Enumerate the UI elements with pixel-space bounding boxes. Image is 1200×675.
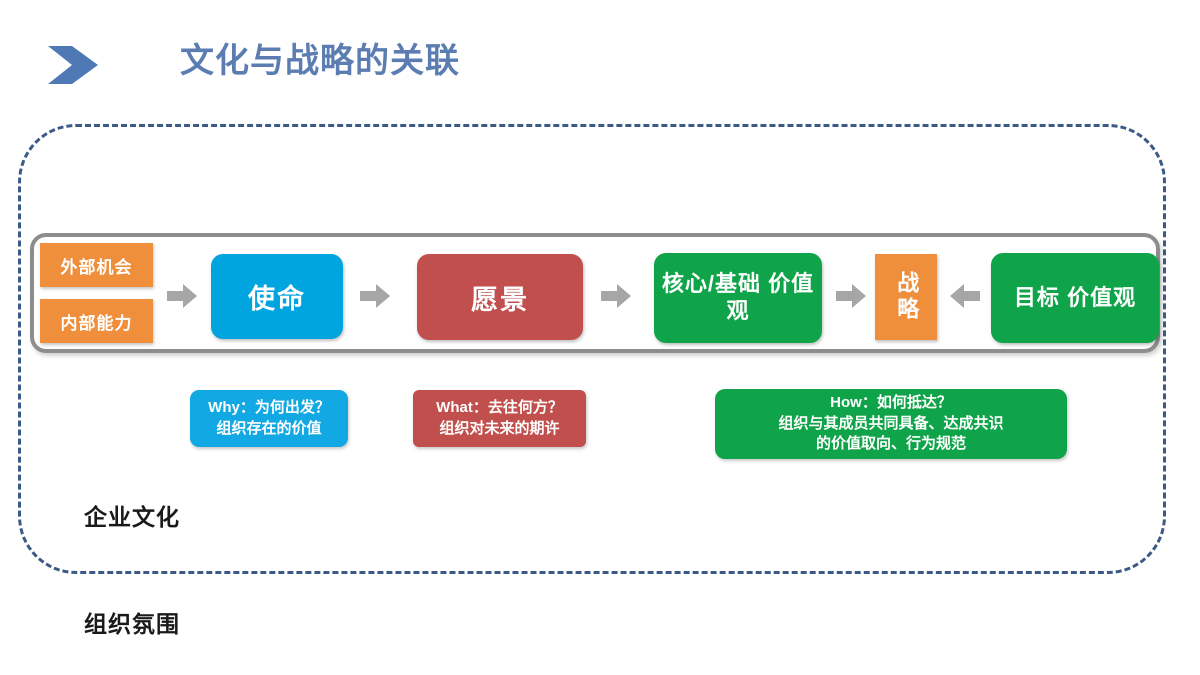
node-vision[interactable]: 愿景 xyxy=(417,254,583,340)
culture-boundary xyxy=(18,124,1166,574)
node-core-values[interactable]: 核心/基础 价值观 xyxy=(654,253,822,343)
arrow-right-icon-3 xyxy=(601,283,631,309)
caption-why-line2: 组织存在的价值 xyxy=(216,419,322,437)
caption-how-line3: 的价值取向、行为规范 xyxy=(815,435,966,453)
node-target-values-line1: 目标 xyxy=(1013,284,1060,310)
caption-how[interactable]: How：如何抵达？ 组织与其成员共同具备、达成共识 的价值取向、行为规范 xyxy=(715,389,1067,459)
node-strategy-label: 战略 xyxy=(894,271,920,323)
node-core-values-line1: 核心/基础 xyxy=(661,271,761,297)
node-vision-label: 愿景 xyxy=(471,284,529,315)
node-target-values-line2: 价值观 xyxy=(1067,284,1137,310)
arrow-right-icon-2 xyxy=(360,283,390,309)
caption-what-line1: What：去往何方？ xyxy=(436,399,563,417)
caption-how-line1: How：如何抵达？ xyxy=(830,393,952,411)
input-box-external-opportunity[interactable]: 外部机会 xyxy=(40,243,153,287)
arrow-left-icon-5 xyxy=(950,283,980,309)
inputs-group: 外部机会 内部能力 xyxy=(40,243,153,343)
title-row: 文化与战略的关联 xyxy=(0,36,1200,96)
caption-how-line2: 组织与其成员共同具备、达成共识 xyxy=(778,414,1004,432)
node-mission-label: 使命 xyxy=(248,284,306,314)
caption-why[interactable]: Why：为何出发？ 组织存在的价值 xyxy=(190,390,348,447)
node-core-values-line2: 价值观 xyxy=(726,271,815,323)
arrow-right-icon-1 xyxy=(167,283,197,309)
caption-what[interactable]: What：去往何方？ 组织对未来的期许 xyxy=(413,390,586,447)
culture-label: 企业文化 xyxy=(84,504,180,530)
chevron-right-icon xyxy=(46,44,100,86)
node-target-values[interactable]: 目标 价值观 xyxy=(991,253,1159,343)
input-box-internal-capability[interactable]: 内部能力 xyxy=(40,299,153,343)
climate-label: 组织氛围 xyxy=(84,611,180,637)
page-title: 文化与战略的关联 xyxy=(180,42,460,80)
caption-what-line2: 组织对未来的期许 xyxy=(439,419,560,437)
node-strategy[interactable]: 战略 xyxy=(875,254,937,340)
caption-why-line1: Why：为何出发？ xyxy=(208,399,330,417)
arrow-right-icon-4 xyxy=(836,283,866,309)
node-mission[interactable]: 使命 xyxy=(211,254,343,339)
